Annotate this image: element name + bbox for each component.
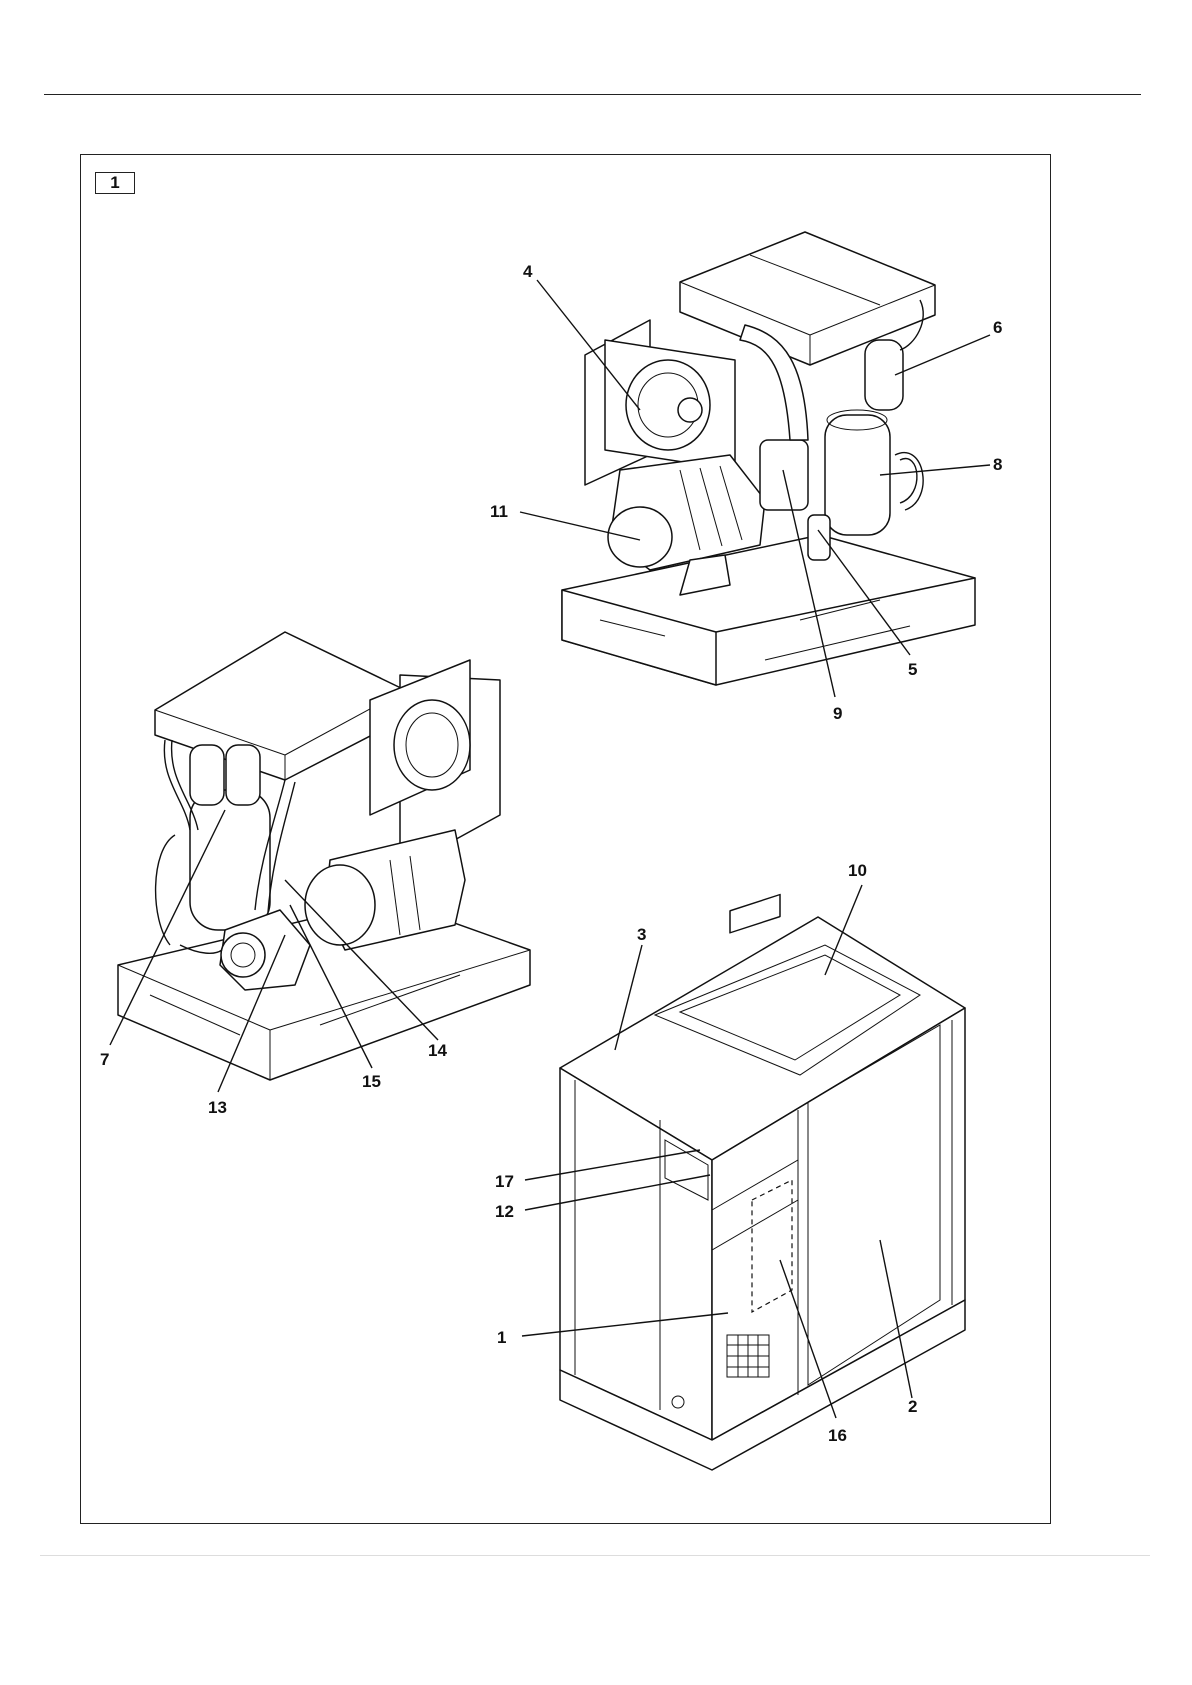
callout-3: 3 <box>637 925 646 944</box>
callout-7: 7 <box>100 1050 109 1069</box>
callout-4: 4 <box>523 262 533 281</box>
callout-5: 5 <box>908 660 917 679</box>
compressor-rear-view-drawing <box>562 232 975 685</box>
callout-2: 2 <box>908 1397 917 1416</box>
callout-9: 9 <box>833 704 842 723</box>
callout-16: 16 <box>828 1426 847 1445</box>
callout-17: 17 <box>495 1172 514 1191</box>
compressor-side-view-drawing <box>118 632 530 1080</box>
callout-15: 15 <box>362 1072 381 1091</box>
callout-1: 1 <box>497 1328 506 1347</box>
callout-6: 6 <box>993 318 1002 337</box>
callout-13: 13 <box>208 1098 227 1117</box>
callout-11: 11 <box>490 502 508 521</box>
footer-rule <box>40 1555 1150 1556</box>
callout-12: 12 <box>495 1202 514 1221</box>
callout-14: 14 <box>428 1041 447 1060</box>
callout-10: 10 <box>848 861 867 880</box>
callout-8: 8 <box>993 455 1002 474</box>
compressor-enclosed-view-drawing <box>560 895 965 1470</box>
